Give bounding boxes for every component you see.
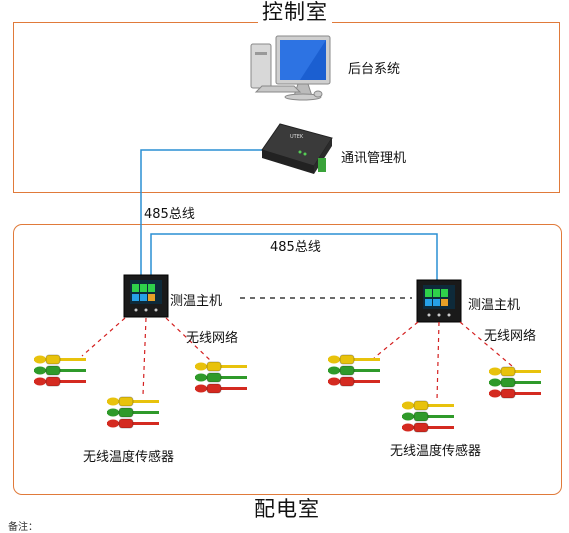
gateway-label: 通讯管理机 [341, 151, 407, 166]
wireless-links-right [373, 321, 513, 401]
wireless-sensor-icon [107, 396, 159, 429]
power-room-frame [13, 224, 562, 495]
sensors-right-label: 无线温度传感器 [390, 444, 482, 459]
wireless-links-left [81, 317, 213, 396]
wireless-sensor-icon [402, 400, 454, 433]
sensors-left-label: 无线温度传感器 [83, 450, 175, 465]
wireless-sensor-icon [195, 361, 247, 394]
host-right-label: 测温主机 [468, 298, 521, 313]
wireless-right-label: 无线网络 [484, 329, 537, 344]
temperature-host-left-icon [123, 274, 169, 318]
footer-note: 备注： [8, 522, 38, 533]
wireless-sensor-icon [34, 354, 86, 387]
gateway-device-icon: UTEK [261, 123, 333, 174]
wireless-sensor-icon [328, 354, 380, 387]
bus-label-horizontal: 485总线 [270, 240, 321, 255]
bus-line-vertical [140, 149, 262, 275]
svg-text:UTEK: UTEK [290, 134, 304, 140]
bus-label-vertical: 485总线 [144, 207, 195, 222]
backend-system-label: 后台系统 [348, 62, 401, 77]
wireless-sensor-icon [489, 366, 541, 399]
wireless-left-label: 无线网络 [186, 331, 239, 346]
control-room-title: 控制室 [258, 0, 332, 24]
temperature-host-right-icon [416, 279, 462, 323]
bus-line-horizontal [150, 233, 438, 280]
power-room-title: 配电室 [250, 497, 324, 521]
computer-icon [250, 35, 331, 101]
host-left-label: 测温主机 [170, 294, 223, 309]
